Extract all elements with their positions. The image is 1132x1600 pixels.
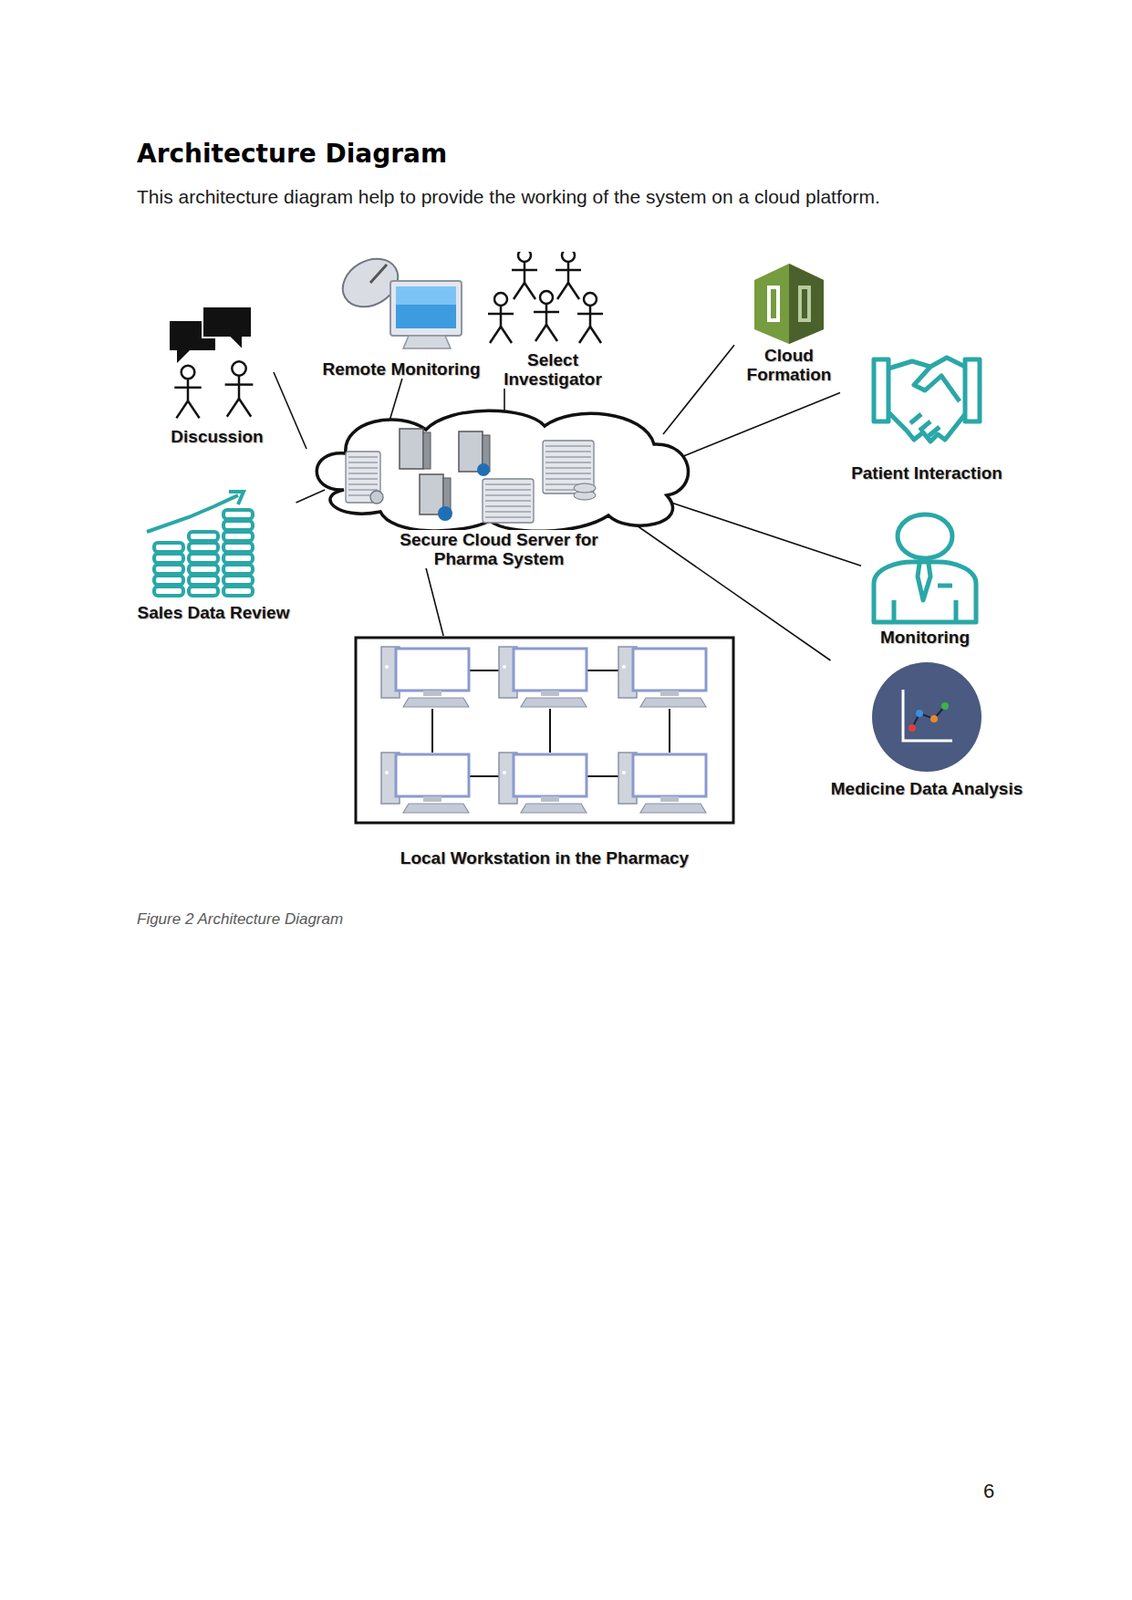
node-label: Sales Data Review xyxy=(135,602,293,623)
connector-line xyxy=(273,372,307,449)
chart-icon xyxy=(819,660,1035,779)
node-label: Secure Cloud Server for Pharma System xyxy=(391,529,607,569)
node-label: Patient Interaction xyxy=(848,463,1006,483)
page-title: Architecture Diagram xyxy=(136,138,447,169)
discussion-icon xyxy=(160,297,274,427)
sales-icon xyxy=(135,488,291,603)
node-label: Select Investigator xyxy=(481,350,624,389)
investigator-node: Select Investigator xyxy=(480,251,625,389)
remote-icon xyxy=(321,244,482,360)
node-label: Discussion xyxy=(167,426,266,447)
intro-text: This architecture diagram help to provid… xyxy=(136,186,881,208)
discussion-node: Discussion xyxy=(160,297,274,447)
connector-line xyxy=(296,489,326,503)
node-label: Cloud Formation xyxy=(735,345,843,385)
connector-line xyxy=(663,344,735,435)
remote-monitoring-node: Remote Monitoring xyxy=(315,244,488,379)
connector-line xyxy=(663,393,841,465)
node-label: Medicine Data Analysis xyxy=(828,778,1026,799)
connector-line xyxy=(503,388,506,413)
person-icon xyxy=(861,510,989,628)
cloud-icon xyxy=(303,405,695,540)
node-label: Local Workstation in the Pharmacy xyxy=(397,848,692,868)
cloudformation-icon xyxy=(737,261,841,346)
page-number: 6 xyxy=(983,1479,995,1504)
connector-line xyxy=(663,499,862,566)
sales-review-node: Sales Data Review xyxy=(131,488,297,623)
patient-interaction-node: Patient Interaction xyxy=(840,346,1014,483)
node-label: Remote Monitoring xyxy=(319,359,483,379)
figure-caption: Figure 2 Architecture Diagram xyxy=(136,910,343,929)
handshake-icon xyxy=(840,346,1014,464)
cloud-formation-node: Cloud Formation xyxy=(734,261,844,385)
local-icon xyxy=(353,635,736,825)
workstation-group: Local Workstation in the Pharmacy xyxy=(353,635,736,868)
node-label: Monitoring xyxy=(877,627,973,647)
medicine-analysis-node: Medicine Data Analysis xyxy=(819,660,1035,799)
monitoring-node: Monitoring xyxy=(861,510,989,647)
investigators-icon xyxy=(484,251,622,351)
cloud-server: Secure Cloud Server for Pharma System xyxy=(303,405,695,569)
